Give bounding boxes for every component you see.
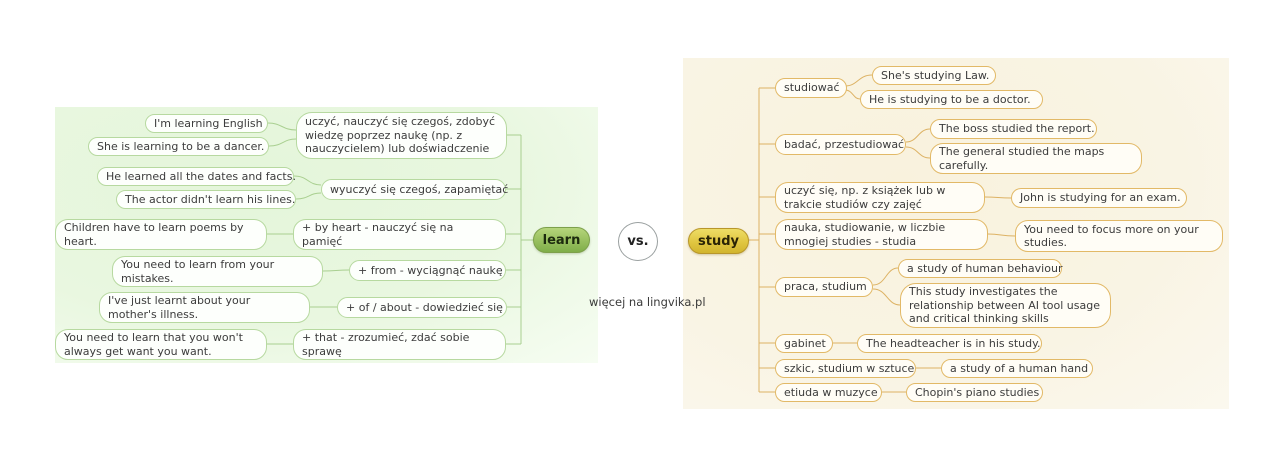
learn-example-node: The actor didn't learn his lines. [116,190,296,209]
study-definition-node: nauka, studiowanie, w liczbie mnogiej st… [775,219,988,250]
study-example-node: John is studying for an exam. [1011,188,1187,208]
learn-definition-node: + of / about - dowiedzieć się [337,297,507,318]
versus-badge: vs. [618,222,658,261]
study-example-node: The headteacher is in his study. [857,334,1042,353]
learn-example-node: He learned all the dates and facts. [97,167,296,186]
study-example-node: The general studied the maps carefully. [930,143,1142,174]
study-example-node: He is studying to be a doctor. [860,90,1043,109]
study-example-node: This study investigates the relationship… [900,283,1111,328]
study-definition-node: etiuda w muzyce [775,383,882,402]
study-definition-node: gabinet [775,334,833,353]
learn-example-node: You need to learn that you won't always … [55,329,267,360]
learn-example-node: You need to learn from your mistakes. [112,256,323,287]
study-definition-node: praca, studium [775,277,873,297]
study-definition-node: badać, przestudiować [775,134,906,155]
study-definition-node: szkic, studium w sztuce [775,359,916,378]
learn-example-node: Children have to learn poems by heart. [55,219,267,250]
learn-definition-node: + that - zrozumieć, zdać sobie sprawę [293,329,506,360]
watermark-text: więcej na lingvika.pl [589,295,706,309]
study-example-node: a study of a human hand [941,359,1093,378]
learn-definition-node: + by heart - nauczyć się na pamięć [293,219,506,250]
study-example-node: The boss studied the report. [930,119,1097,139]
learn-example-node: She is learning to be a dancer. [88,137,269,156]
study-example-node: She's studying Law. [872,66,996,85]
learn-example-node: I'm learning English [145,114,268,133]
study-definition-node: studiować [775,78,847,98]
study-example-node: You need to focus more on your studies. [1015,220,1223,252]
study-root-node: study [688,228,749,254]
learn-definition-node: wyuczyć się czegoś, zapamiętać [321,179,508,200]
learn-definition-node: + from - wyciągnąć naukę [349,260,506,281]
study-example-node: a study of human behaviour [898,259,1062,278]
learn-definition-node: uczyć, nauczyć się czegoś, zdobyć wiedzę… [296,112,507,159]
study-example-node: Chopin's piano studies [906,383,1043,402]
learn-example-node: I've just learnt about your mother's ill… [99,292,310,323]
study-definition-node: uczyć się, np. z książek lub w trakcie s… [775,182,985,213]
learn-root-node: learn [533,227,590,253]
